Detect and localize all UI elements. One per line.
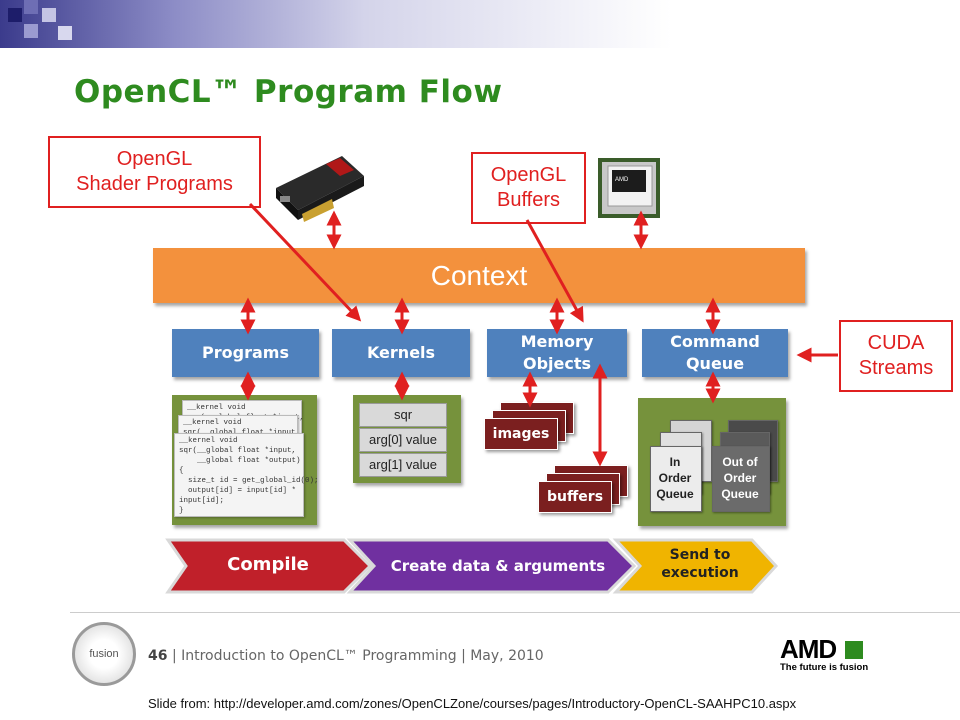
context-bar: Context bbox=[153, 248, 805, 303]
send-chevron bbox=[612, 538, 779, 594]
header-square bbox=[24, 24, 38, 38]
gpu-card-image bbox=[276, 156, 364, 222]
callout-cuda-streams: CUDA Streams bbox=[839, 320, 953, 392]
buffers-item: buffers bbox=[538, 481, 612, 513]
header-square bbox=[42, 8, 56, 22]
kernel-name-cell: sqr bbox=[359, 403, 447, 427]
header-band bbox=[0, 0, 960, 48]
shader-programs-arrow bbox=[248, 202, 362, 322]
footer-presentation-title: | Introduction to OpenCL™ Programming | … bbox=[171, 648, 544, 664]
compile-chevron bbox=[165, 538, 373, 594]
code-card-front: __kernel void sqr(__global float *input,… bbox=[174, 433, 319, 517]
amd-wordmark: AMD bbox=[780, 634, 837, 664]
programs-panel: __kernel void sqr(__global float *input,… bbox=[172, 395, 319, 525]
kernel-arg0-cell: arg[0] value bbox=[359, 428, 447, 452]
in-order-queue-label: In Order Queue bbox=[656, 455, 694, 501]
in-order-card-front bbox=[650, 446, 702, 512]
footer-divider bbox=[70, 612, 960, 613]
command-queue-panel: In Order Queue Out of Order Queue bbox=[638, 398, 786, 526]
header-square bbox=[24, 0, 38, 14]
svg-text:AMD: AMD bbox=[615, 177, 629, 183]
out-of-order-queue-label: Out of Order Queue bbox=[721, 455, 759, 501]
send-execution-label: Send to execution bbox=[661, 547, 739, 581]
header-square bbox=[58, 26, 72, 40]
callout-opengl-buffers: OpenGL Buffers bbox=[471, 152, 586, 224]
compile-label: Compile bbox=[227, 554, 309, 575]
kernels-panel: sqr arg[0] value arg[1] value bbox=[353, 395, 461, 483]
amd-arrow-icon bbox=[845, 641, 864, 659]
amd-tagline: The future is fusion bbox=[780, 662, 869, 673]
out-of-order-card-front bbox=[712, 446, 770, 512]
page-number: 46 bbox=[148, 648, 168, 664]
programs-box: Programs bbox=[172, 329, 319, 377]
create-data-label: Create data & arguments bbox=[390, 557, 606, 575]
callout-opengl-shader-programs: OpenGL Shader Programs bbox=[48, 136, 261, 208]
page-title: OpenCL™ Program Flow bbox=[74, 74, 503, 110]
amd-logo: AMD bbox=[780, 634, 864, 665]
command-queue-box: Command Queue bbox=[642, 329, 788, 377]
opengl-buffers-arrow bbox=[525, 219, 584, 323]
memory-objects-box: Memory Objects bbox=[487, 329, 627, 377]
fusion-logo: fusion bbox=[72, 622, 136, 686]
kernels-box: Kernels bbox=[332, 329, 470, 377]
kernel-arg1-cell: arg[1] value bbox=[359, 453, 447, 477]
create-chevron bbox=[346, 538, 637, 594]
footer-caption: 46 | Introduction to OpenCL™ Programming… bbox=[148, 648, 544, 664]
slide-source: Slide from: http://developer.amd.com/zon… bbox=[148, 696, 797, 711]
header-square bbox=[8, 8, 22, 22]
cpu-chip-image: AMD bbox=[598, 158, 660, 218]
flow-chevrons bbox=[165, 538, 779, 594]
images-item: images bbox=[484, 418, 558, 450]
